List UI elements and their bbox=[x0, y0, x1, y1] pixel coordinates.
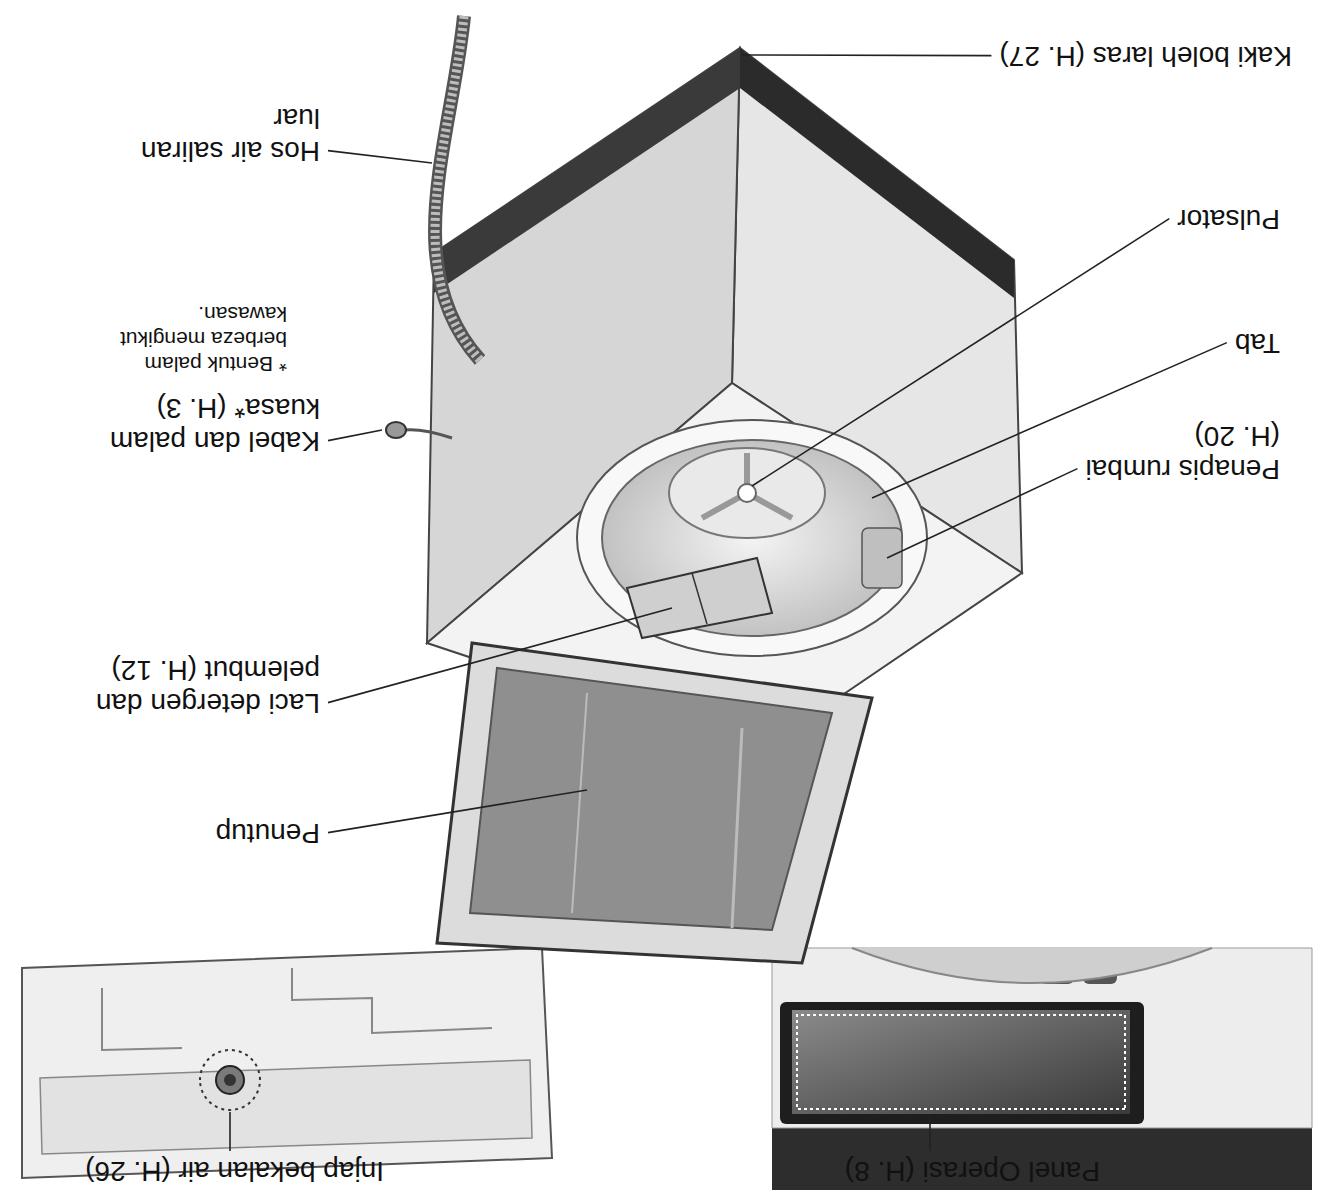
leader-line bbox=[752, 219, 1169, 486]
part-label: Laci detergen dan pelembut (H. 12) bbox=[55, 654, 320, 720]
leader-line bbox=[742, 54, 991, 56]
leader-line bbox=[229, 1112, 231, 1151]
leader-line bbox=[328, 790, 587, 833]
part-label: Hos air saliran luar bbox=[90, 102, 320, 168]
part-label: Kabel dan palam kuasa* (H. 3) bbox=[80, 392, 320, 458]
leader-line bbox=[328, 151, 432, 163]
part-label: Penapis rumbai (H. 20) bbox=[1065, 420, 1280, 486]
part-label: Kaki boleh laras (H. 27) bbox=[932, 40, 1292, 73]
part-label: Pulsator bbox=[1120, 203, 1280, 236]
part-label: Tab bbox=[1180, 327, 1280, 360]
part-label: Panel Operasi (H. 8) bbox=[760, 1155, 1100, 1188]
leader-line bbox=[328, 608, 672, 703]
washing-machine bbox=[386, 16, 1022, 963]
leader-line bbox=[929, 1116, 931, 1151]
part-label: Injap bekalan air (H. 26) bbox=[24, 1155, 384, 1188]
valve-inset bbox=[22, 948, 552, 1178]
leader-lines bbox=[230, 55, 1227, 1151]
leader-line bbox=[887, 469, 1077, 558]
part-label: Penutup bbox=[120, 817, 320, 850]
leader-line bbox=[328, 430, 382, 441]
panel-inset bbox=[772, 948, 1312, 1190]
footnote: * Bentuk palam berbeza mengikut kawasan. bbox=[102, 302, 287, 376]
